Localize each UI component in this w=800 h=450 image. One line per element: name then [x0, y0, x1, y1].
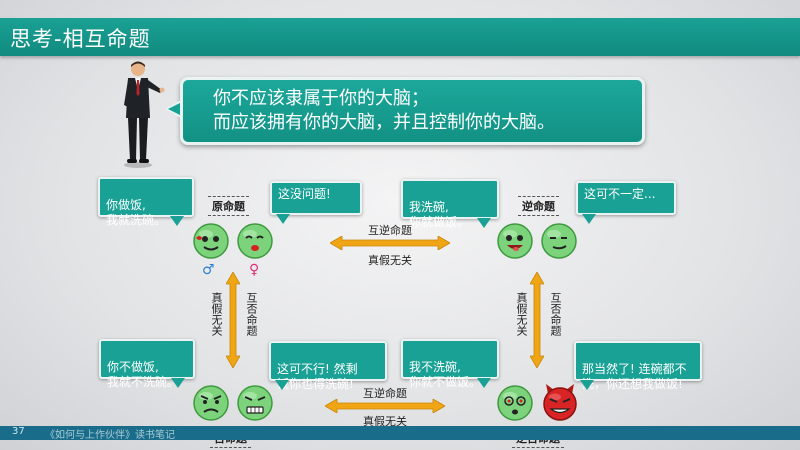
relation-bottom-lower: 真假无关	[363, 415, 407, 428]
relation-right-inner: 真假无关	[515, 292, 528, 336]
quote-box: 你不应该隶属于你的大脑； 而应该拥有你的大脑，并且控制你的大脑。	[165, 77, 645, 145]
relation-left-outer: 互否命题	[245, 292, 258, 336]
female-symbol: ♀	[249, 262, 260, 278]
face-converse-male	[497, 223, 533, 259]
quote-line-1: 你不应该隶属于你的大脑；	[213, 88, 429, 109]
relation-right-outer: 互否命题	[549, 292, 562, 336]
face-original-female	[237, 223, 273, 259]
bubble-converse-female: 这可不一定...	[576, 181, 676, 224]
footer-source: 《如何与上作伙伴》读书笔记	[45, 430, 175, 441]
face-original-male	[193, 223, 229, 259]
page-number: 37	[12, 426, 25, 437]
arrow-right-vertical	[530, 272, 544, 368]
face-inverse-male	[193, 385, 229, 421]
label-converse: 逆命题	[518, 196, 559, 216]
footer: 37 《如何与上作伙伴》读书笔记	[0, 426, 800, 450]
face-inverse-female	[237, 385, 273, 421]
arrow-top-horizontal	[330, 236, 450, 250]
bubble-converse-male: 我洗碗, 你就做饭。	[401, 179, 499, 229]
arrow-left-vertical	[226, 272, 240, 368]
bubble-contra-female: 那当然了! 连碗都不 洗，你还想我做饭!	[574, 341, 702, 391]
footer-stripe	[0, 426, 800, 440]
arrow-bottom-horizontal	[325, 399, 445, 413]
relation-left-inner: 真假无关	[210, 292, 223, 336]
title-bar: 思考-相互命题	[0, 18, 800, 56]
page-title: 思考-相互命题	[10, 27, 151, 51]
bubble-inverse-female: 这可不行! 然剩 饭你也得洗碗!	[269, 341, 387, 391]
bubble-contra-male: 我不洗碗, 你就不做饭。	[401, 339, 499, 389]
bubble-original-male: 你做饭, 我就洗碗。	[98, 177, 194, 227]
label-original: 原命题	[208, 196, 249, 216]
bubble-original-female: 这没问题!	[270, 181, 362, 224]
relation-bottom-upper: 互逆命题	[363, 387, 407, 400]
face-contra-devil	[543, 384, 577, 421]
quote-line-2: 而应该拥有你的大脑，并且控制你的大脑。	[213, 112, 555, 133]
quote-tail	[165, 100, 181, 118]
face-converse-female	[541, 223, 577, 259]
face-contra-male	[497, 385, 533, 421]
businessman-figure	[124, 61, 165, 168]
male-symbol: ♂	[202, 262, 215, 278]
bubble-inverse-male: 你不做饭, 我就不洗碗。	[99, 339, 195, 389]
relation-top-upper: 互逆命题	[368, 224, 412, 237]
relation-top-lower: 真假无关	[368, 254, 412, 267]
